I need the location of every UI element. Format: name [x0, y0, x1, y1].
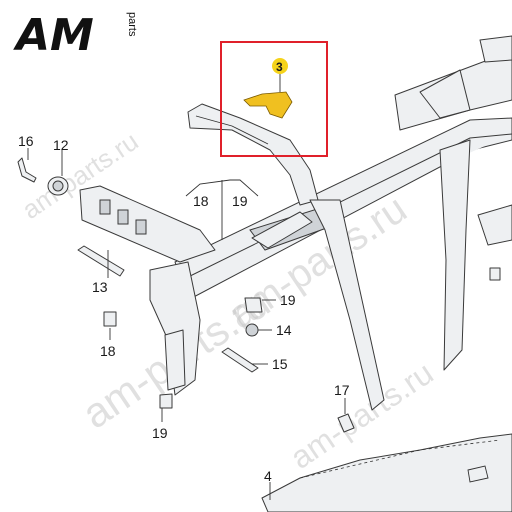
highlight-box — [220, 41, 328, 157]
callout-18-top[interactable]: 18 — [193, 193, 209, 209]
right-struts — [309, 139, 512, 411]
callout-12[interactable]: 12 — [53, 137, 69, 153]
callout-15[interactable]: 15 — [272, 356, 288, 372]
left-end-bracket — [79, 185, 216, 396]
leader-lines — [27, 148, 346, 500]
callout-17[interactable]: 17 — [334, 382, 350, 398]
callout-19-top[interactable]: 19 — [232, 193, 248, 209]
callout-19-bottom[interactable]: 19 — [152, 425, 168, 441]
part-3-badge — [272, 58, 288, 74]
callout-14[interactable]: 14 — [276, 322, 292, 338]
callout-18-bottom[interactable]: 18 — [100, 343, 116, 359]
callout-3[interactable]: 3 — [276, 60, 283, 74]
callouts: 3 16 12 18 19 13 19 14 18 15 17 19 4 — [18, 60, 350, 484]
logo-text: AM — [13, 10, 94, 61]
logo: AM parts — [13, 10, 138, 61]
bracket-part-3[interactable] — [243, 91, 293, 119]
cross-car-beam — [174, 117, 512, 301]
logo-suffix: parts — [126, 12, 138, 37]
floor-pan — [261, 433, 512, 512]
upper-frame — [394, 35, 512, 131]
callout-16[interactable]: 16 — [18, 133, 34, 149]
callout-13[interactable]: 13 — [92, 279, 108, 295]
fasteners — [17, 157, 501, 433]
upper-rail — [187, 103, 319, 206]
callout-19-mid[interactable]: 19 — [280, 292, 296, 308]
callout-4[interactable]: 4 — [264, 468, 272, 484]
